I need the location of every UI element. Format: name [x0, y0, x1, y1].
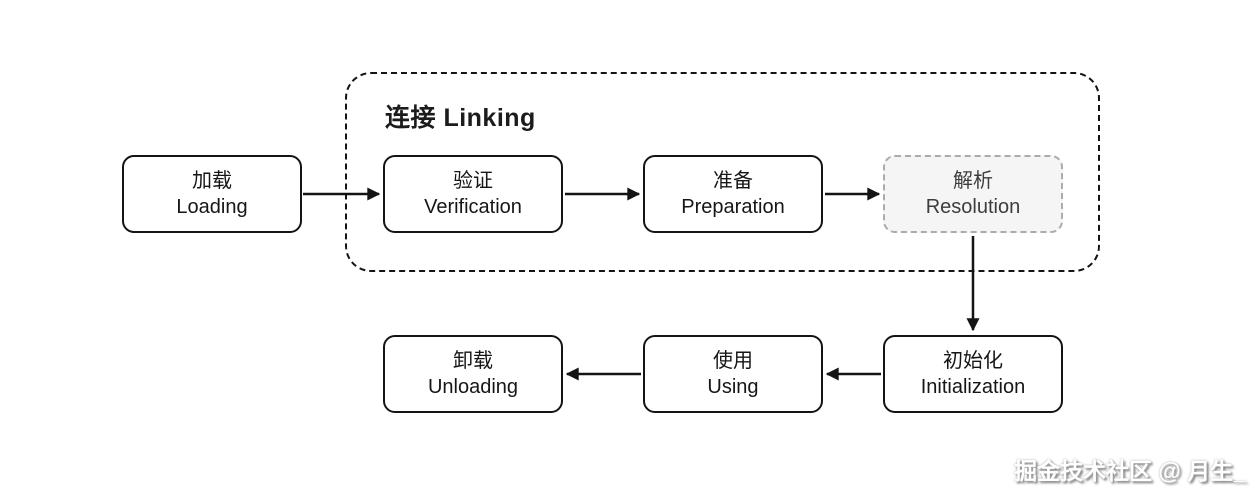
node-preparation-label-en: Preparation — [681, 196, 785, 218]
node-unloading-label-en: Unloading — [427, 376, 519, 398]
node-resolution-label-en: Resolution — [925, 196, 1021, 218]
node-resolution: 解析 Resolution — [883, 155, 1063, 233]
node-loading-label-en: Loading — [176, 196, 248, 218]
node-initialization-label-zh: 初始化 — [943, 350, 1003, 372]
node-using-label-zh: 使用 — [713, 350, 753, 372]
node-unloading: 卸载 Unloading — [383, 335, 563, 413]
node-loading: 加载 Loading — [122, 155, 302, 233]
node-initialization-label-en: Initialization — [920, 376, 1026, 398]
node-preparation-label-zh: 准备 — [713, 170, 753, 192]
node-resolution-label-zh: 解析 — [953, 170, 993, 192]
node-verification-label-zh: 验证 — [453, 170, 493, 192]
watermark-text: 掘金技术社区 @ 月生_ — [1014, 458, 1246, 484]
linking-group-title: 连接 Linking — [385, 104, 536, 132]
node-verification: 验证 Verification — [383, 155, 563, 233]
node-unloading-label-zh: 卸载 — [453, 350, 493, 372]
node-verification-label-en: Verification — [424, 196, 522, 218]
node-loading-label-zh: 加载 — [192, 170, 232, 192]
node-using-label-en: Using — [707, 376, 759, 398]
node-initialization: 初始化 Initialization — [883, 335, 1063, 413]
node-preparation: 准备 Preparation — [643, 155, 823, 233]
node-using: 使用 Using — [643, 335, 823, 413]
linking-group-box: 连接 Linking — [345, 72, 1100, 272]
